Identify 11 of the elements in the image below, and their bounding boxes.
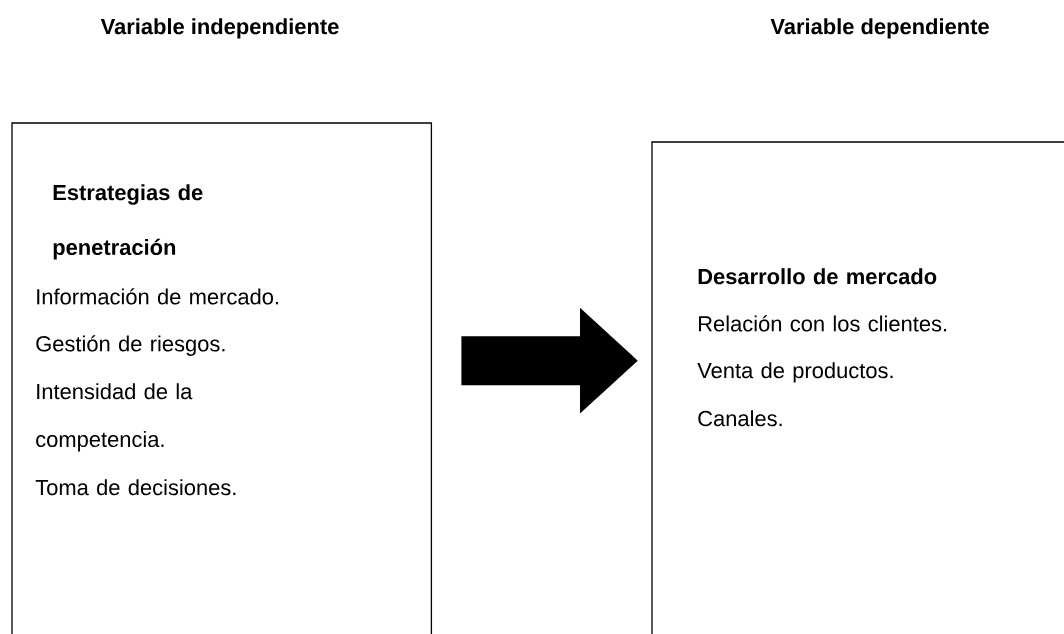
box-heading: Estrategias de penetración [53,184,203,260]
list-item: Toma de decisiones. [35,479,236,496]
list-item: Información de mercado. [37,288,279,305]
box-heading: Desarrollo de mercado [698,268,937,285]
list-item: Intensidad de la competencia. [36,383,193,452]
list-item: Venta de productos. [697,362,893,383]
list-item: Relación con los clientes. [699,315,947,332]
list-item: Gestión de riesgos. [36,335,225,356]
column-heading: Variable dependiente [770,18,989,39]
column-heading: Variable independiente [100,18,339,39]
list-item: Canales. [698,410,782,427]
